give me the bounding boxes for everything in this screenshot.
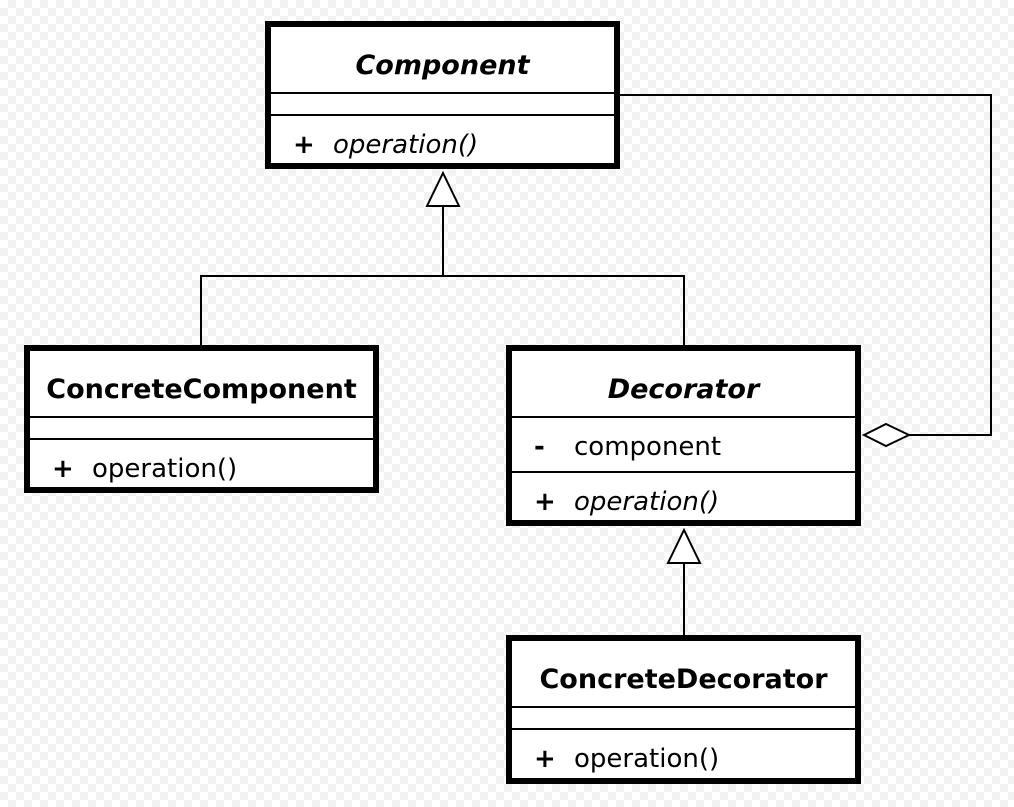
operation-row: + operation() [512,473,855,520]
aggregation-line [620,94,992,436]
attribute-name: component [574,432,722,462]
generalization-arrowhead-decorator [666,527,702,564]
class-decorator[interactable]: Decorator - component + operation() [506,345,861,526]
generalization-arrowhead-component [425,170,461,207]
attributes-compartment: - component [512,418,855,473]
class-name: ConcreteDecorator [512,641,855,708]
operations-compartment: + operation() [30,440,373,487]
class-name: Component [271,27,614,94]
operations-compartment: + operation() [271,116,614,163]
class-name: Decorator [512,351,855,418]
class-name: ConcreteComponent [30,351,373,418]
attributes-compartment [30,418,373,440]
operation-signature: operation() [574,744,720,774]
visibility-marker: + [534,487,556,517]
visibility-marker: + [534,744,556,774]
visibility-marker: + [52,454,74,484]
operation-row: + operation() [271,116,614,163]
attributes-compartment [271,94,614,116]
attributes-compartment [512,708,855,730]
operation-signature: operation() [333,130,479,160]
operation-row: + operation() [512,730,855,778]
visibility-marker: + [293,130,315,160]
aggregation-diamond [861,422,912,448]
operations-compartment: + operation() [512,730,855,778]
operation-signature: operation() [574,487,720,517]
generalization-line-decorator [443,275,685,345]
operation-signature: operation() [92,454,238,484]
generalization-line-concrete-component [200,275,443,345]
class-component[interactable]: Component + operation() [265,21,620,169]
visibility-marker: - [534,432,545,462]
operation-row: + operation() [30,440,373,487]
attribute-row: - component [512,418,855,471]
class-concrete-decorator[interactable]: ConcreteDecorator + operation() [506,635,861,784]
operations-compartment: + operation() [512,473,855,520]
class-concrete-component[interactable]: ConcreteComponent + operation() [24,345,379,493]
